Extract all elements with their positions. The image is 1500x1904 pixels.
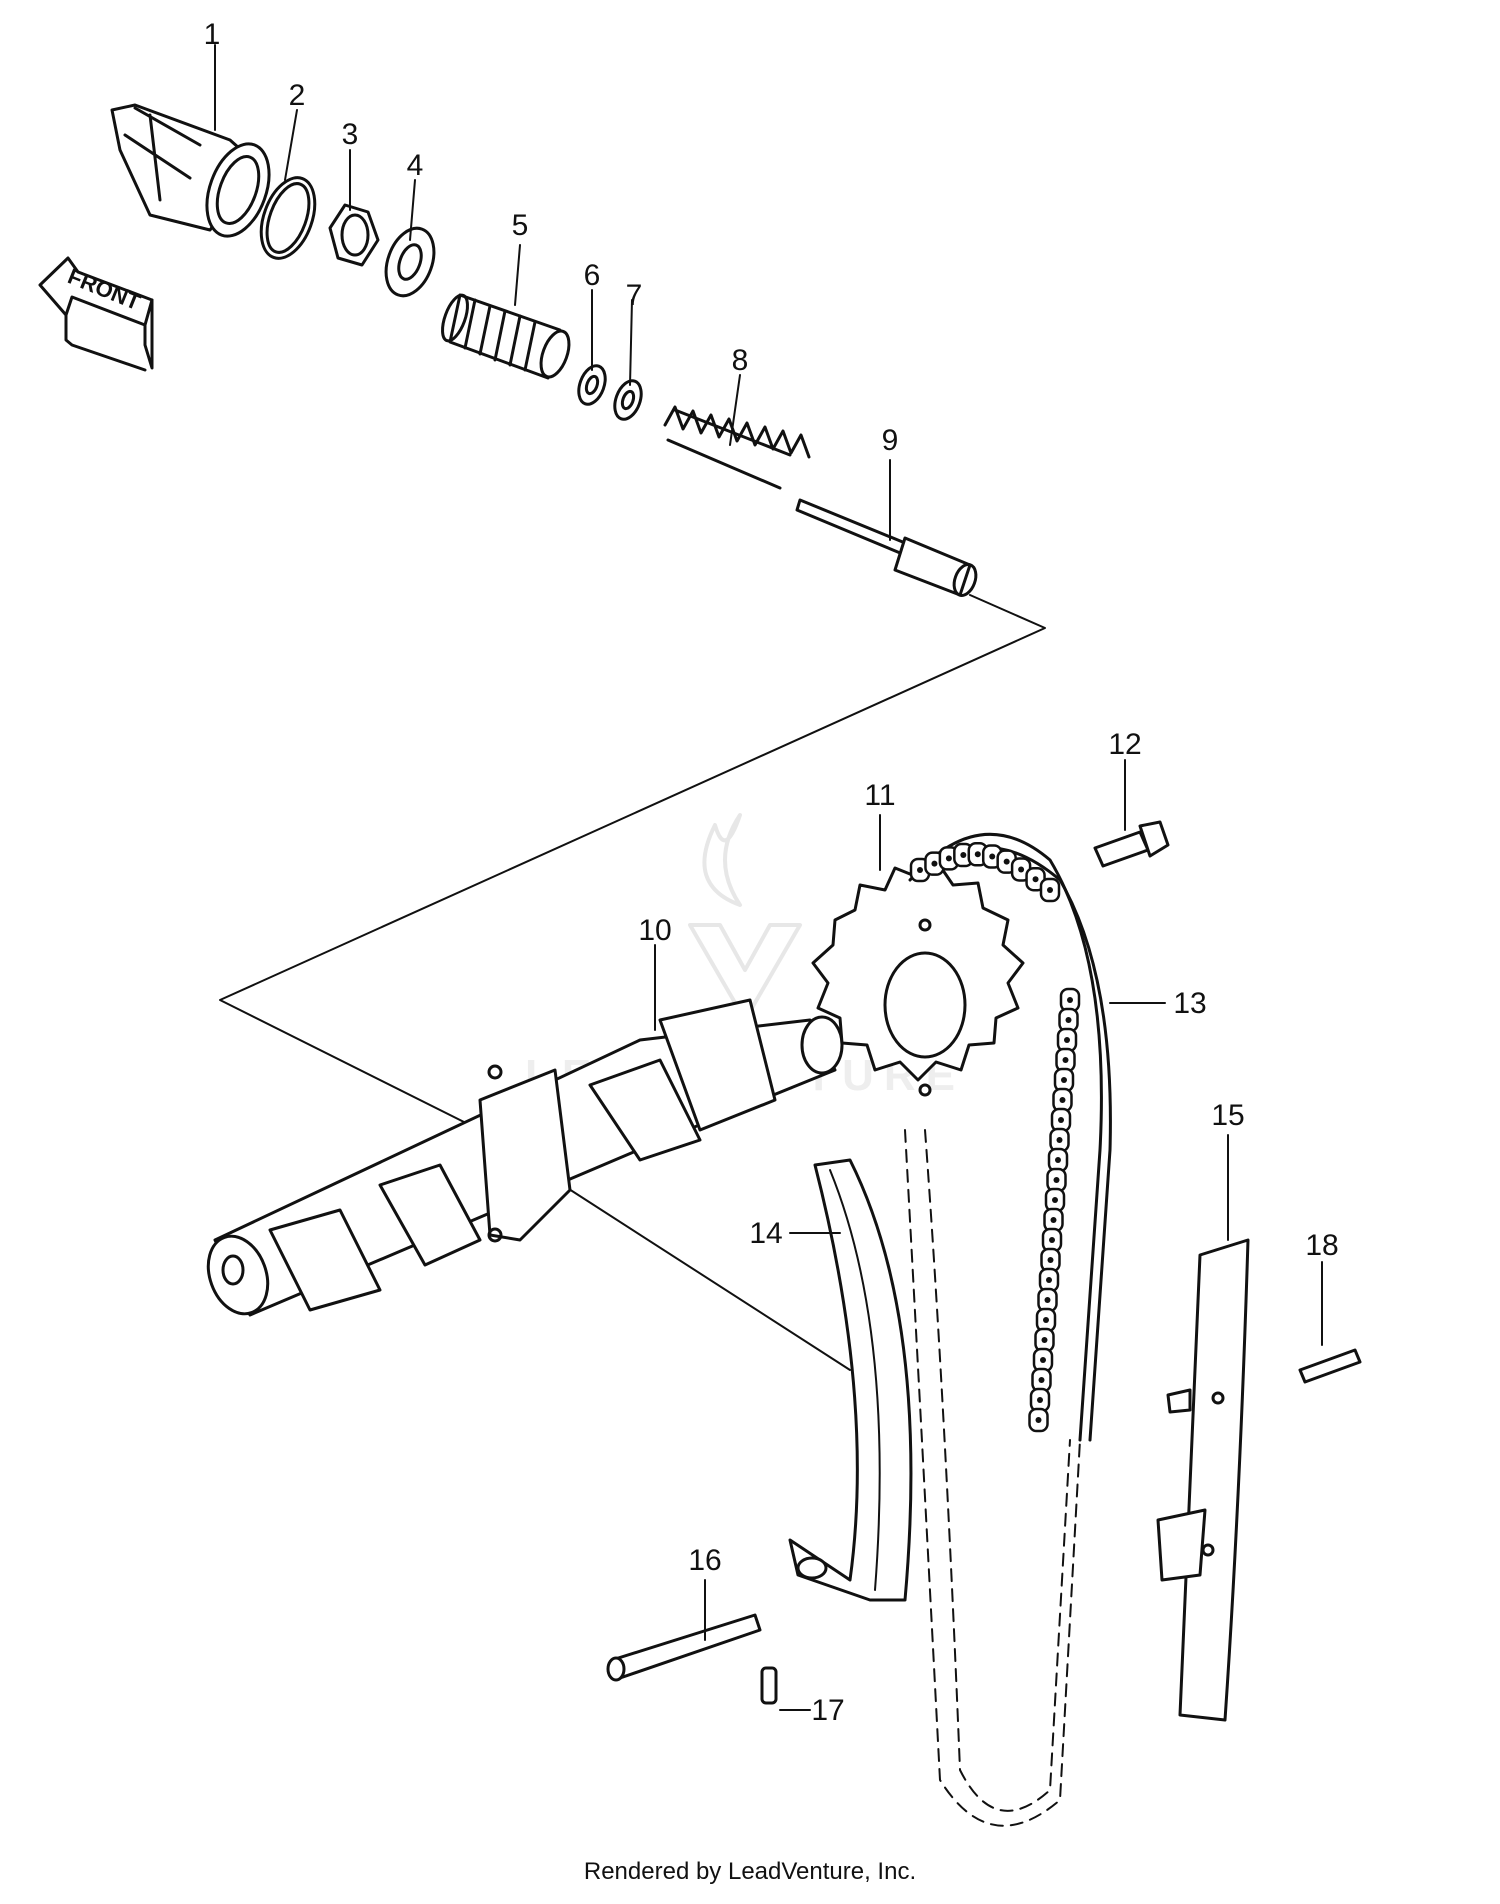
callout-11: 11 (864, 779, 895, 812)
part-7-washer (613, 379, 643, 421)
callout-2: 2 (289, 79, 306, 112)
footer-credit: Rendered by LeadVenture, Inc. (583, 1858, 917, 1885)
part-16-pin (606, 1613, 762, 1682)
part-5-tensioner-pushrod (441, 293, 571, 380)
chain-pin (1041, 1337, 1048, 1343)
chain-pin (1037, 1397, 1043, 1403)
assembly-leader-line (219, 594, 1046, 1126)
chain-pin (1018, 866, 1025, 873)
chain-pin (989, 853, 996, 860)
chain-links (909, 842, 1081, 1433)
part-1-cover (110, 103, 271, 238)
callout-12: 12 (1108, 728, 1141, 761)
chain-pin (1046, 1277, 1052, 1283)
front-label: FRONT (64, 264, 144, 316)
chain-pin (1065, 1017, 1072, 1023)
part-6-washer (577, 364, 607, 406)
part-15-chain-guide (1156, 1238, 1250, 1722)
part-8-spring (663, 405, 811, 490)
chain-pin (1003, 858, 1010, 865)
chain-pin (1035, 1417, 1042, 1423)
chain-pin (1043, 1317, 1049, 1323)
chain-pin (1059, 1097, 1066, 1103)
callout-6: 6 (584, 259, 601, 292)
chain-pin (1061, 1077, 1067, 1083)
callout-3: 3 (342, 118, 359, 151)
callout-13: 13 (1173, 987, 1206, 1020)
callout-4: 4 (407, 149, 424, 182)
chain-pin (1040, 1357, 1046, 1363)
chain-pin (1058, 1117, 1064, 1123)
chain-pin (917, 867, 923, 873)
callout-16-18: 18 (1305, 1229, 1338, 1262)
chain-pin (1067, 997, 1073, 1003)
chain-pin (931, 860, 938, 867)
front-arrow: FRONT (38, 256, 154, 372)
chain-pin (1047, 1257, 1054, 1263)
callout-9: 9 (882, 424, 899, 457)
chain-pin (1053, 1177, 1060, 1183)
chain-pin (1044, 1297, 1051, 1303)
part-18-pin (1298, 1348, 1362, 1384)
chain-pin (1050, 1217, 1057, 1223)
callout-16: 16 (688, 1544, 721, 1577)
part-3-hex-nut (328, 203, 380, 267)
part-2-o-ring (259, 176, 317, 260)
part-17-dowel (760, 1666, 778, 1705)
chain-pin (974, 851, 981, 858)
assembly-leader-line-2 (554, 1179, 851, 1371)
chain-pin (1052, 1197, 1058, 1203)
chain-pin (1056, 1137, 1063, 1143)
part-12-bolt (1093, 820, 1170, 868)
callout-15: 15 (1211, 1099, 1244, 1132)
part-9-rod (795, 498, 978, 597)
callout-8: 8 (732, 344, 749, 377)
callout-numbers: 1 2 3 4 5 6 7 8 9 10 11 12 13 14 15 18 1… (204, 18, 1339, 1727)
callout-10: 10 (638, 914, 671, 947)
chain-pin (1047, 887, 1053, 893)
part-14-chain-guide (788, 1158, 913, 1602)
chain-pin (1032, 876, 1039, 883)
callout-17: 17 (811, 1694, 844, 1727)
chain-pin (945, 855, 952, 862)
callout-leaders (214, 44, 1323, 1711)
part-10-camshaft (206, 998, 844, 1317)
callout-7: 7 (626, 279, 643, 312)
callout-1: 1 (204, 18, 221, 51)
part-4-washer (384, 226, 436, 298)
chain-pin (1064, 1037, 1070, 1043)
part-11-sprocket (811, 861, 1025, 1097)
chain-pin (1038, 1377, 1045, 1383)
callout-5: 5 (512, 209, 529, 242)
chain-pin (960, 852, 967, 859)
chain-pin (1062, 1057, 1069, 1063)
chain-pin (1055, 1157, 1061, 1163)
chain-pin (1049, 1237, 1055, 1243)
callout-14: 14 (749, 1217, 782, 1250)
